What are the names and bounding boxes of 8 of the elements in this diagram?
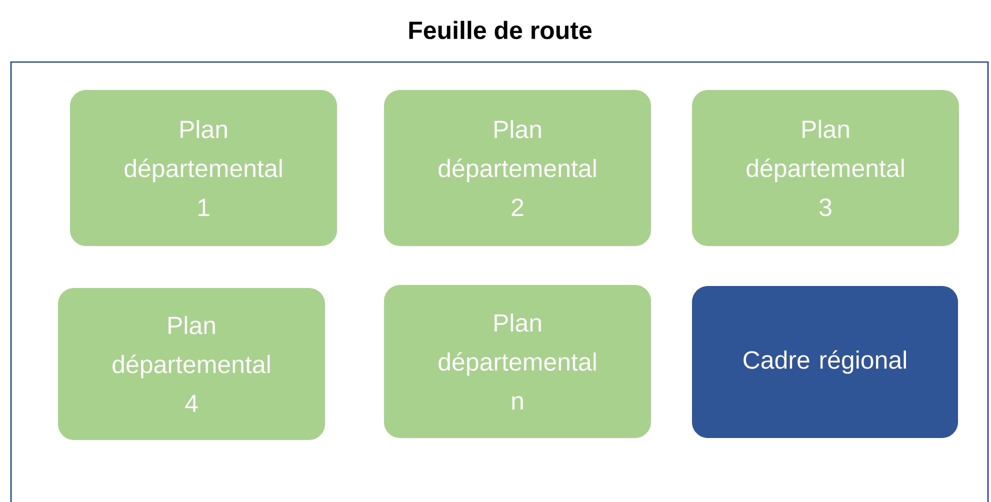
- plan-box: Plan départemental n: [384, 285, 651, 438]
- title: Feuille de route: [409, 20, 592, 40]
- plan-box: Plan départemental 3: [692, 90, 959, 246]
- plan-box: Plan départemental 2: [384, 90, 651, 246]
- plan-box: Plan départemental 4: [58, 288, 325, 440]
- plan-box: Cadre régional: [692, 286, 958, 438]
- plan-box: Plan départemental 1: [70, 90, 337, 246]
- frame: [10, 61, 989, 502]
